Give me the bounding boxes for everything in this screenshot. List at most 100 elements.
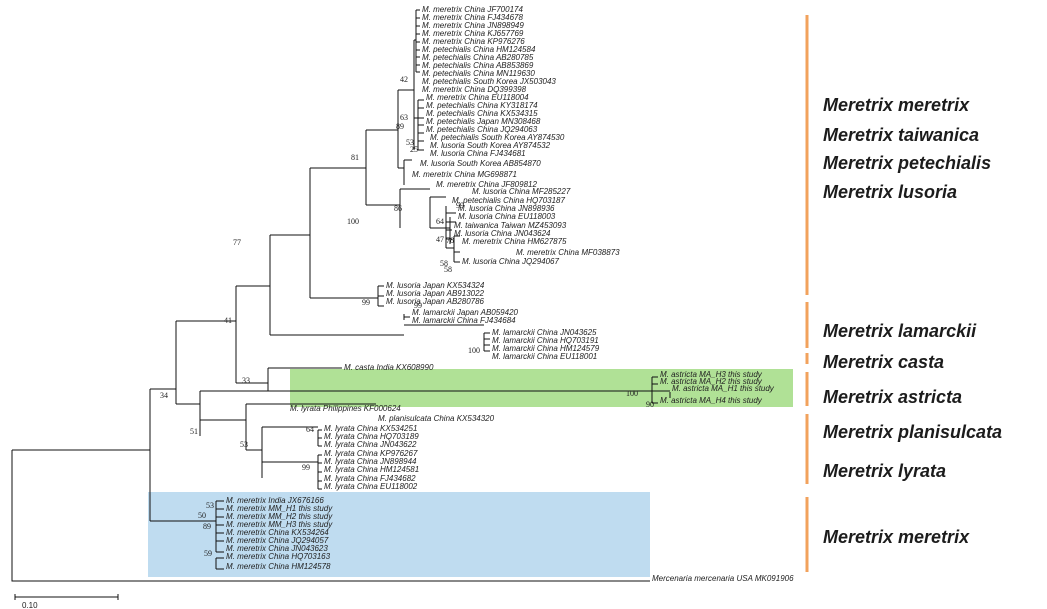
- tip-label: M. lyrata China JN898944: [324, 457, 417, 466]
- tip-label: M. meretrix China MF038873: [516, 248, 620, 257]
- tip-label: M. lusoria China JN043624: [454, 229, 551, 238]
- bootstrap-value: 50: [198, 511, 206, 520]
- tip-label: M. astricta MA_H3 this study: [660, 370, 763, 379]
- tip-label: M. meretrix China KX534264: [226, 528, 329, 537]
- tip-label: M. lyrata China FJ434682: [324, 474, 416, 483]
- tip-label: M. lusoria South Korea AB854870: [420, 159, 541, 168]
- tip-label: M. meretrix China FJ434678: [422, 13, 523, 22]
- tip-label: M. lyrata China HM124581: [324, 465, 419, 474]
- tip-label: M. meretrix China DQ399398: [422, 85, 527, 94]
- tip-label: M. astricta MA_H1 this study: [672, 384, 775, 393]
- bootstrap-value: 25: [410, 145, 418, 154]
- tip-label: M. lusoria Japan AB280786: [386, 297, 485, 306]
- tip-label: M. planisulcata China KX534320: [378, 414, 495, 423]
- bootstrap-value: 100: [468, 346, 480, 355]
- tip-label: M. meretrix China HM627875: [462, 237, 567, 246]
- tip-label: M. lusoria China MF285227: [472, 187, 571, 196]
- tip-label: M. lusoria South Korea AY874532: [430, 141, 551, 150]
- bootstrap-value: 34: [160, 391, 168, 400]
- tip-label: M. casta India KX608990: [344, 363, 434, 372]
- bootstrap-value: 64: [306, 425, 314, 434]
- tip-label: M. meretrix India JX676166: [226, 496, 324, 505]
- clade-label: Meretrix lamarckii: [823, 321, 977, 341]
- tip-label: M. lyrata China JN043622: [324, 440, 417, 449]
- clade-label: Meretrix meretrix: [823, 527, 970, 547]
- bootstrap-value: 47: [436, 235, 444, 244]
- bootstrap-value: 58: [440, 259, 448, 268]
- tip-label: M. meretrix MM_H2 this study: [226, 512, 333, 521]
- bootstrap-value: 99: [414, 301, 422, 310]
- clade-label: Meretrix taiwanica: [823, 125, 979, 145]
- tip-label: M. lamarckii China JN043625: [492, 328, 597, 337]
- tip-label: M. meretrix China KP976276: [422, 37, 525, 46]
- tip-label: Mercenaria mercenaria USA MK091906: [652, 574, 794, 583]
- tip-label: M. petechialis China AB853869: [422, 61, 534, 70]
- bootstrap-value: 100: [626, 389, 638, 398]
- tip-label: M. petechialis China MN119630: [422, 69, 535, 78]
- tip-label: M. astricta MA_H4 this study: [660, 396, 763, 405]
- bootstrap-value: 53: [240, 440, 248, 449]
- tip-label: M. lusoria Japan KX534324: [386, 281, 485, 290]
- tip-label: M. petechialis Japan MN308468: [426, 117, 541, 126]
- clade-label: Meretrix lyrata: [823, 461, 946, 481]
- bootstrap-value: 99: [362, 298, 370, 307]
- bootstrap-value: 100: [347, 217, 359, 226]
- bootstrap-value: 89: [396, 122, 404, 131]
- astricta-highlight: [290, 369, 793, 407]
- tip-label: M. meretrix China JN898949: [422, 21, 524, 30]
- tip-label: M. meretrix China EU118004: [426, 93, 529, 102]
- bootstrap-value: 99: [456, 201, 464, 210]
- bootstrap-value: 42: [400, 75, 408, 84]
- meretrix-highlight: [148, 492, 650, 577]
- bootstrap-value: 90: [646, 400, 654, 409]
- tip-label: M. lyrata Philippines KF000624: [290, 404, 401, 413]
- tip-label: M. petechialis South Korea JX503043: [422, 77, 556, 86]
- bootstrap-value: 53: [206, 501, 214, 510]
- bootstrap-value: 86: [394, 204, 402, 213]
- bootstrap-value: 58: [444, 265, 452, 274]
- clade-label: Meretrix casta: [823, 352, 944, 372]
- tip-label: M. lyrata China EU118002: [324, 482, 418, 491]
- tip-label: M. petechialis South Korea AY874530: [430, 133, 565, 142]
- tip-label: M. petechialis China KY318174: [426, 101, 538, 110]
- tip-label: M. meretrix China HM124578: [226, 562, 331, 571]
- tip-label: M. petechialis China HQ703187: [452, 196, 566, 205]
- tip-label: M. meretrix China JQ294057: [226, 536, 329, 545]
- tip-label: M. lusoria China FJ434681: [430, 149, 526, 158]
- tip-label: M. lamarckii China HQ703191: [492, 336, 599, 345]
- tip-label: M. lamarckii China FJ434684: [412, 316, 516, 325]
- tip-label: M. lamarckii China EU118001: [492, 352, 597, 361]
- bootstrap-value: 53: [406, 138, 414, 147]
- bootstrap-value: 99: [302, 463, 310, 472]
- tip-label: M. meretrix China MG698871: [412, 170, 517, 179]
- tip-label: M. lamarckii China HM124579: [492, 344, 600, 353]
- clade-label: Meretrix lusoria: [823, 182, 957, 202]
- bootstrap-value: 78: [446, 236, 454, 245]
- tip-label: M. lyrata China KP976267: [324, 449, 418, 458]
- tip-label: M. lyrata China HQ703189: [324, 432, 419, 441]
- bootstrap-value: 51: [190, 427, 198, 436]
- bootstrap-value: 41: [224, 316, 232, 325]
- bootstrap-value: 63: [400, 113, 408, 122]
- tip-label: M. lamarckii Japan AB059420: [412, 308, 519, 317]
- tip-label: M. lusoria China JQ294067: [462, 257, 559, 266]
- bootstrap-value: 59: [204, 549, 212, 558]
- bootstrap-value: 33: [242, 376, 250, 385]
- tip-label: M. lusoria China EU118003: [458, 212, 556, 221]
- tip-label: M. lusoria China JN898936: [458, 204, 555, 213]
- tip-label: M. lusoria Japan AB913022: [386, 289, 485, 298]
- clade-label: Meretrix astricta: [823, 387, 962, 407]
- tip-label: M. astricta MA_H2 this study: [660, 377, 763, 386]
- bootstrap-value: 81: [351, 153, 359, 162]
- bootstrap-value: 77: [233, 238, 241, 247]
- tip-label: M. petechialis China AB280785: [422, 53, 534, 62]
- clade-label: Meretrix meretrix: [823, 95, 970, 115]
- scale-bar-label: 0.10: [22, 601, 38, 609]
- clade-label: Meretrix planisulcata: [823, 422, 1002, 442]
- tip-label: M. meretrix MM_H3 this study: [226, 520, 333, 529]
